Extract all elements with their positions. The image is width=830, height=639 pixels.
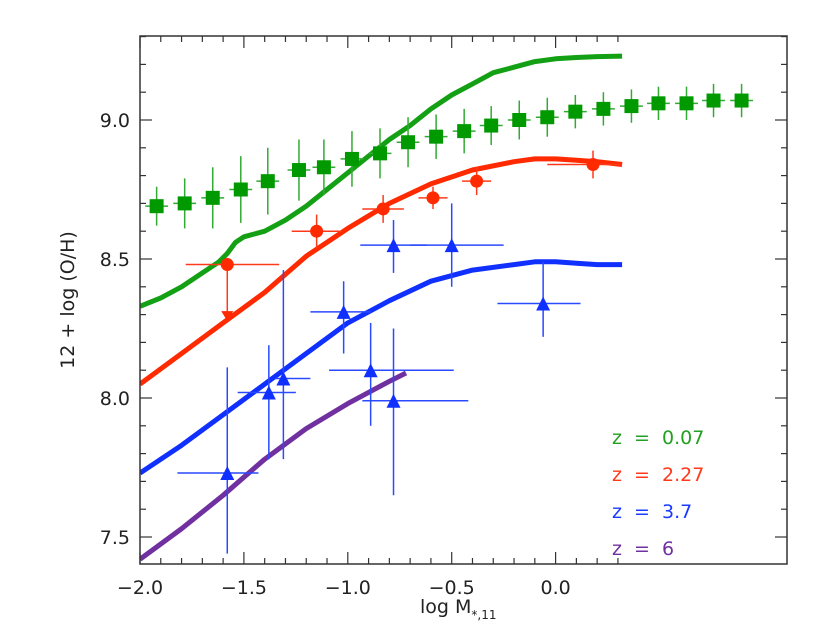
circle-marker [376,202,390,216]
triangle-marker [261,385,276,400]
square-marker [596,101,611,116]
square-marker [233,182,248,197]
circle-marker [586,157,600,171]
y-tick-label: 9.0 [100,110,130,132]
plot-area [140,53,754,562]
triangle-marker [386,238,401,253]
square-marker [373,146,388,161]
y-tick-label: 7.5 [100,527,130,549]
y-tick-label: 8.5 [100,249,130,271]
square-marker [706,93,721,108]
model-curve-3 [140,370,408,562]
square-marker [734,93,749,108]
square-marker [177,196,192,211]
square-marker [457,124,472,139]
square-marker [512,113,527,127]
triangle-marker [444,238,459,253]
legend-entry-z37: z = 3.7 [612,501,692,523]
x-tick-label: −1.5 [221,577,267,599]
x-axis-title: log M*,11 [420,596,497,622]
y-tick-label: 8.0 [100,388,130,410]
square-marker [149,199,164,214]
square-marker [540,110,555,125]
triangle-marker [536,296,551,311]
x-axis-title-sub: *,11 [471,608,496,622]
x-tick-label: −1.0 [325,577,371,599]
upper-limit-arrow-icon [221,311,234,322]
triangle-marker [386,393,401,408]
y-axis-title: 12 + log (O/H) [57,231,79,369]
square-marker [679,96,694,111]
circle-marker [426,191,440,205]
square-marker [624,99,639,114]
square-marker [568,104,583,119]
x-tick-label: −2.0 [117,577,163,599]
plot-frame [139,35,788,565]
square-marker [484,118,499,133]
square-marker [260,174,275,189]
square-marker [429,129,444,144]
legend-entry-z007: z = 0.07 [612,427,704,449]
model-curve-0 [140,53,623,309]
square-marker [401,135,416,150]
square-marker [651,96,666,111]
axes: −2.0 −1.5 −1.0 −0.5 0.0 7.5 8.0 8.5 9.0 [100,35,787,599]
x-axis-title-main: log M [420,596,471,618]
circle-marker [310,224,324,238]
triangle-marker [220,466,235,481]
x-tick-label: 0.0 [540,577,570,599]
triangle-marker [276,371,291,386]
legend: z = 0.07 z = 2.27 z = 3.7 z = 6 [612,427,704,560]
model-curve-2 [140,259,623,476]
circle-marker [470,174,484,188]
circle-marker [220,258,234,272]
triangle-marker [336,304,351,319]
legend-entry-z227: z = 2.27 [612,464,704,486]
model-curve-1 [140,156,623,387]
x-tick-label: −0.5 [429,577,475,599]
square-marker [344,151,359,166]
square-marker [291,163,306,178]
square-marker [316,160,331,175]
triangle-marker [363,363,378,378]
square-marker [205,190,220,205]
legend-entry-z6: z = 6 [612,538,674,560]
